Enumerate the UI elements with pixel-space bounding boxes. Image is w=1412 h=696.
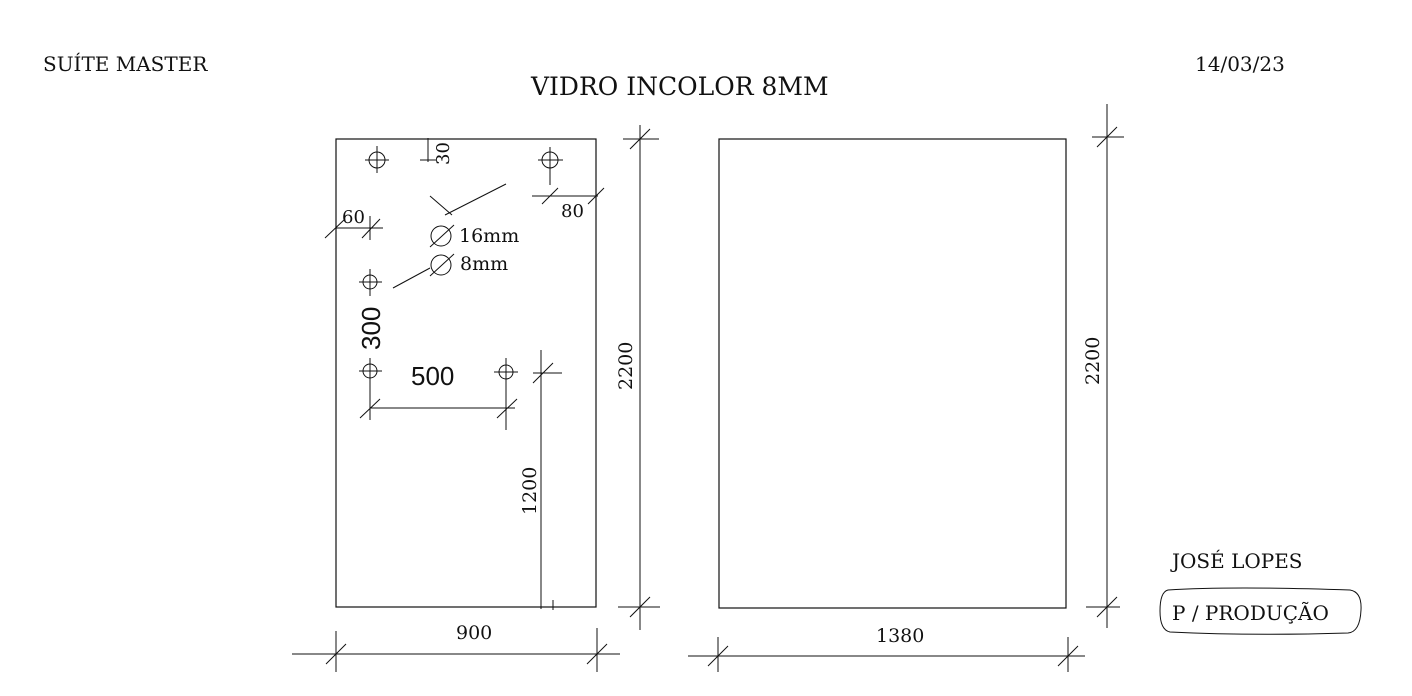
dim-right-panel-height-label: 2200	[1082, 337, 1104, 385]
dim-left-panel-height-label: 2200	[615, 342, 637, 390]
dim-horizontal-spacing: 500	[359, 361, 518, 419]
dim-top-offset-label: 30	[433, 142, 454, 165]
production-stamp-label: P / PRODUÇÃO	[1172, 601, 1329, 625]
hole-8mm-label: 8mm	[460, 253, 508, 275]
date-label: 14/03/23	[1195, 52, 1285, 76]
dim-left-offset-label: 60	[342, 207, 365, 228]
dim-left-offset: 60	[324, 207, 383, 240]
dim-left-panel-width-label: 900	[456, 622, 492, 644]
hole-mid-lower-right	[494, 358, 518, 430]
client-name: JOSÉ LOPES	[1170, 549, 1303, 573]
hole-legend-8mm: 8mm	[429, 253, 508, 277]
diameter-icon	[429, 253, 455, 277]
dim-right-panel-height: 2200	[1082, 104, 1124, 628]
dim-left-panel-height: 2200	[615, 125, 660, 630]
left-panel-outline	[335, 138, 597, 608]
dim-left-panel-width: 900	[292, 622, 620, 672]
hole-legend-16mm: 16mm	[429, 224, 519, 248]
dim-height-from-floor: 1200	[519, 350, 562, 610]
dim-horizontal-spacing-label: 500	[411, 361, 454, 391]
hole-16mm-label: 16mm	[459, 225, 519, 247]
hole-top-right	[538, 147, 563, 185]
right-glass-panel: 2200 1380	[688, 104, 1124, 672]
hole-mid-upper	[359, 269, 382, 296]
dim-right-panel-width: 1380	[688, 625, 1085, 672]
dim-vertical-spacing-label: 300	[356, 307, 386, 350]
dim-right-offset-label: 80	[561, 201, 584, 222]
right-panel-outline	[718, 138, 1067, 609]
production-stamp: P / PRODUÇÃO	[1159, 587, 1362, 635]
dim-right-panel-width-label: 1380	[876, 625, 924, 647]
leader-8mm	[392, 267, 431, 289]
dim-height-from-floor-label: 1200	[519, 467, 541, 515]
room-label: SUÍTE MASTER	[43, 52, 208, 76]
leader-16mm	[444, 183, 507, 216]
drawing-title: VIDRO INCOLOR 8MM	[530, 72, 829, 101]
dim-top-offset: 30	[420, 138, 454, 165]
hole-top-left	[365, 146, 389, 173]
dim-right-offset: 80	[532, 187, 605, 222]
hole-mid-lower-left	[359, 358, 382, 420]
left-glass-panel: 30 80 60 16mm 8mm	[292, 125, 660, 672]
diameter-icon	[429, 224, 455, 248]
